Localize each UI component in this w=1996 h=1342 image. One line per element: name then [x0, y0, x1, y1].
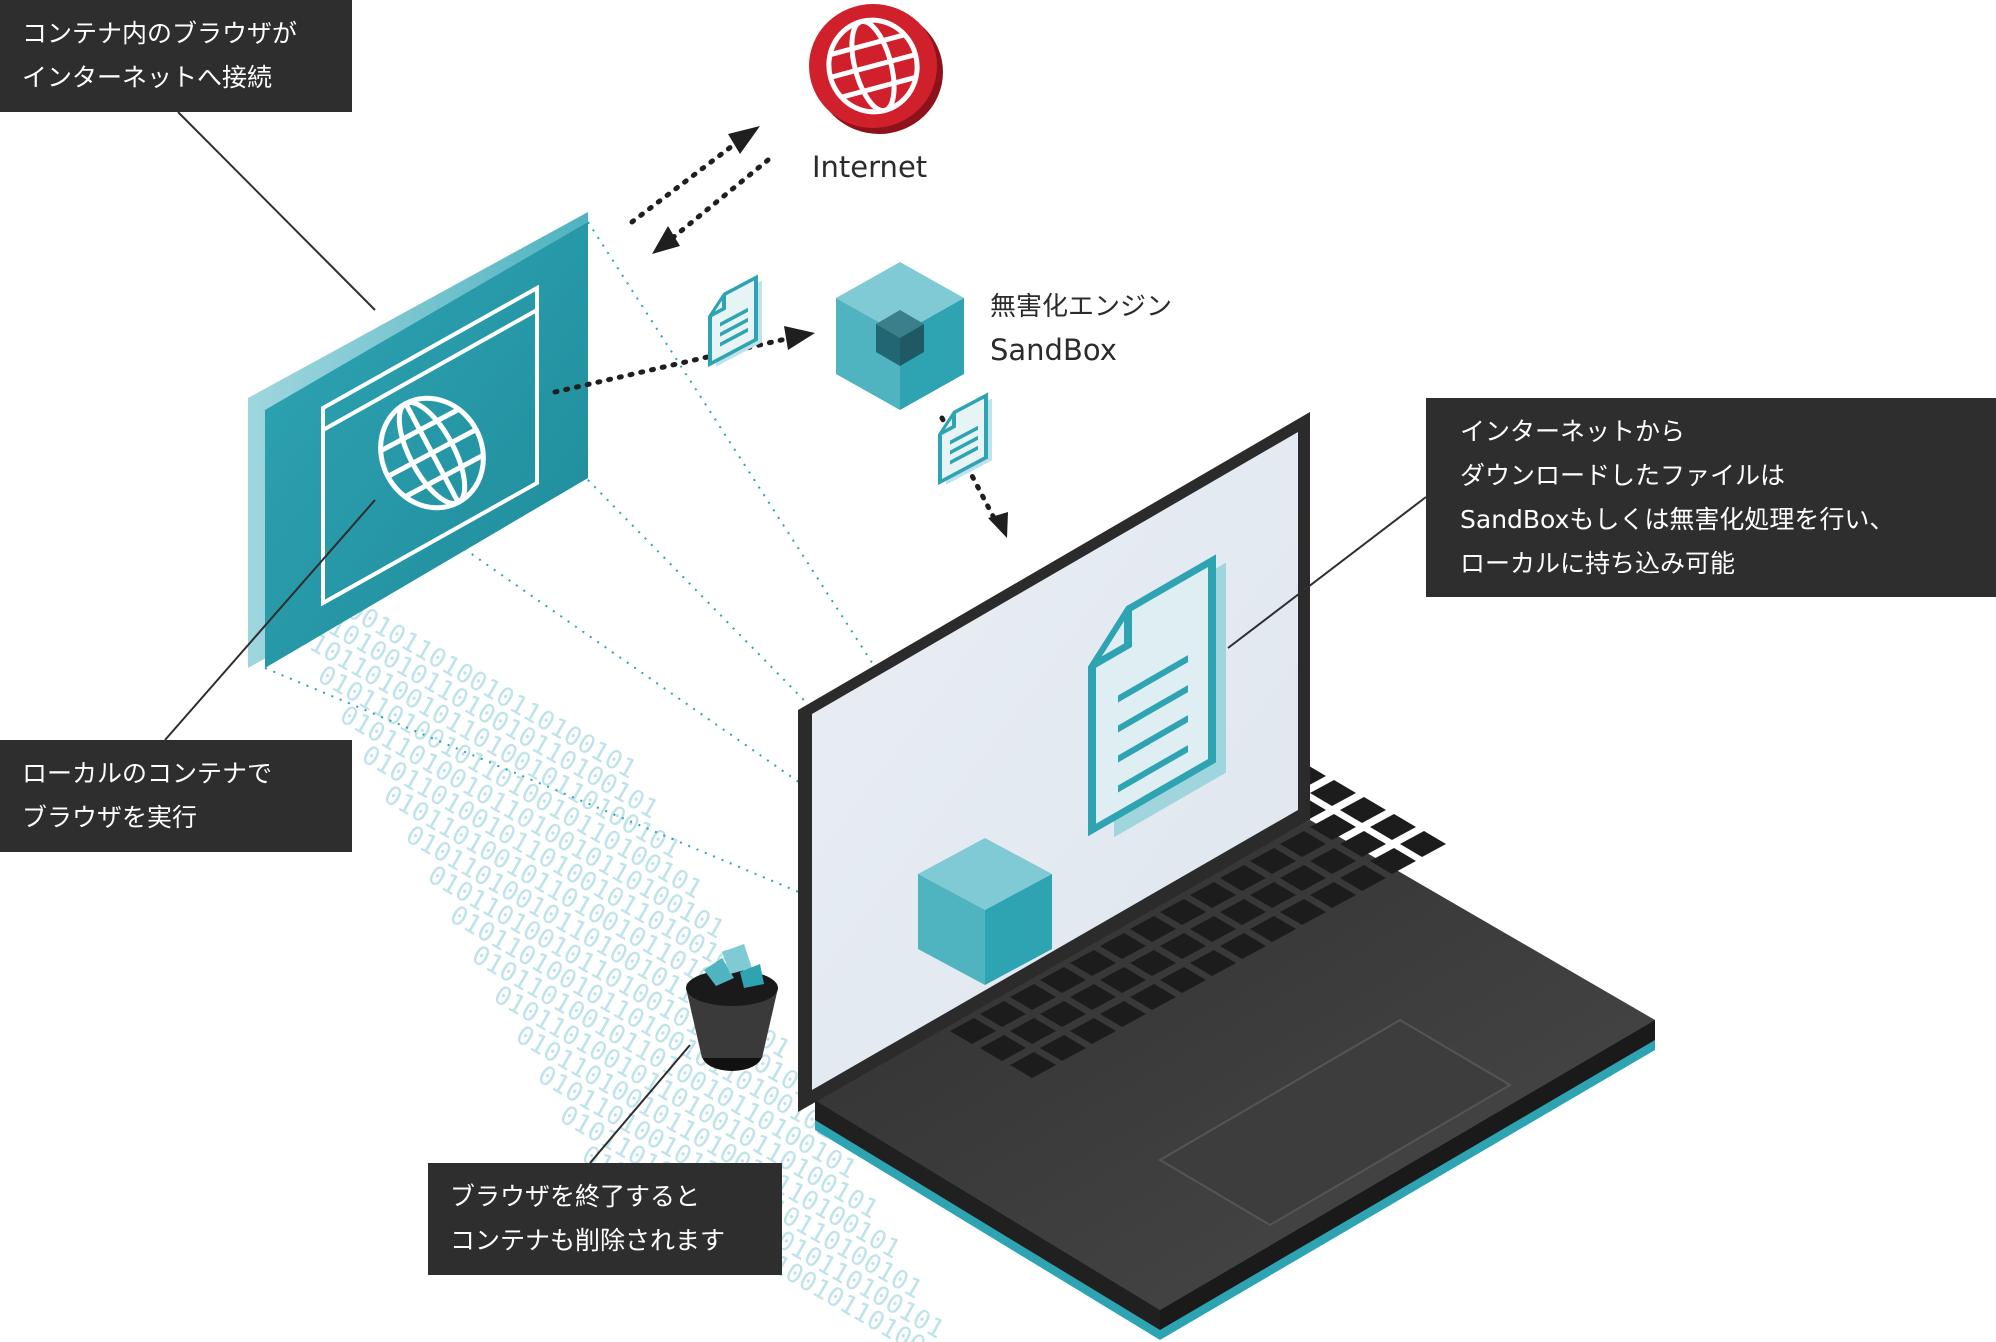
callout-line: インターネットから: [1460, 417, 1686, 446]
callout-container-internet: コンテナ内のブラウザが インターネットへ接続: [0, 0, 352, 112]
keyboard-key: [1340, 865, 1386, 891]
trash-bin-icon: [686, 944, 778, 1071]
keyboard-key: [1280, 899, 1326, 925]
keyboard-key: [1310, 848, 1356, 874]
keyboard-key: [1130, 916, 1176, 942]
callout-sandbox-download: インターネットから ダウンロードしたファイルは SandBoxもしくは無害化処理…: [1426, 398, 1996, 597]
document-icon: [938, 392, 992, 486]
keyboard-key: [1160, 899, 1206, 925]
callout-line: ダウンロードしたファイルは: [1460, 461, 1786, 490]
laptop: [798, 412, 1655, 1340]
keyboard-key: [1310, 780, 1356, 806]
internet-label: Internet: [812, 150, 927, 184]
keyboard-key: [1340, 831, 1386, 857]
engine-label-line1: 無害化エンジン: [990, 292, 1172, 322]
keyboard-key: [1010, 1018, 1056, 1044]
internet-globe-icon: [809, 4, 943, 134]
keyboard-key: [1280, 865, 1326, 891]
keyboard-key: [1070, 984, 1116, 1010]
keyboard-key: [1310, 882, 1356, 908]
keyboard-key: [1250, 848, 1296, 874]
keyboard-key: [1250, 916, 1296, 942]
keyboard-key: [1220, 933, 1266, 959]
keyboard-key: [1160, 967, 1206, 993]
keyboard-key: [1100, 967, 1146, 993]
keyboard-key: [1190, 950, 1236, 976]
keyboard-key: [1010, 1052, 1056, 1078]
browser-container-panel: [248, 212, 588, 668]
keyboard-key: [950, 1018, 996, 1044]
arrow-heads: [652, 126, 1008, 538]
document-icon: [1088, 554, 1226, 838]
keyboard-key: [1040, 1001, 1086, 1027]
keyboard-key: [1070, 950, 1116, 976]
keyboard-key: [1370, 814, 1416, 840]
callout-connectors: [164, 111, 1427, 1164]
callout-line: ローカルのコンテナで: [22, 759, 273, 788]
callout-line: ローカルに持ち込み可能: [1460, 549, 1736, 578]
keyboard-key: [1310, 814, 1356, 840]
keyboard-key: [1130, 950, 1176, 976]
keyboard-key: [1220, 899, 1266, 925]
keyboard-key: [1070, 1018, 1116, 1044]
trackpad: [1158, 1018, 1512, 1227]
keyboard-key: [1160, 933, 1206, 959]
callout-line: コンテナも削除されます: [450, 1226, 726, 1255]
keyboard-key: [1040, 1035, 1086, 1061]
callout-line: インターネットへ接続: [22, 63, 273, 92]
sandbox-cube-icon: [836, 262, 964, 410]
callout-line: コンテナ内のブラウザが: [22, 19, 298, 48]
globe-icon: [378, 395, 486, 511]
keyboard-key: [1280, 831, 1326, 857]
callout-line: SandBoxもしくは無害化処理を行い、: [1460, 505, 1895, 534]
keyboard-key: [1010, 984, 1056, 1010]
container-cube-icon: [918, 838, 1052, 985]
engine-label-line2: SandBox: [990, 333, 1117, 367]
keyboard-key: [1040, 967, 1086, 993]
callout-line: ブラウザを終了すると: [450, 1182, 701, 1211]
keyboard-key: [1190, 916, 1236, 942]
keyboard-key: [1340, 797, 1386, 823]
keyboard-key: [1220, 865, 1266, 891]
keyboard-key: [980, 1001, 1026, 1027]
keyboard-key: [1130, 984, 1176, 1010]
keyboard-key: [1190, 882, 1236, 908]
callout-line: ブラウザを実行: [22, 803, 198, 832]
keyboard-key: [1370, 848, 1416, 874]
keyboard-key: [1100, 933, 1146, 959]
keyboard-key: [1400, 831, 1446, 857]
document-icon: [708, 274, 762, 368]
keyboard-key: [980, 1035, 1026, 1061]
keyboard-key: [1100, 1001, 1146, 1027]
keyboard-key: [1250, 882, 1296, 908]
callout-local-container: ローカルのコンテナで ブラウザを実行: [0, 740, 352, 852]
callout-browser-exit: ブラウザを終了すると コンテナも削除されます: [428, 1163, 782, 1275]
